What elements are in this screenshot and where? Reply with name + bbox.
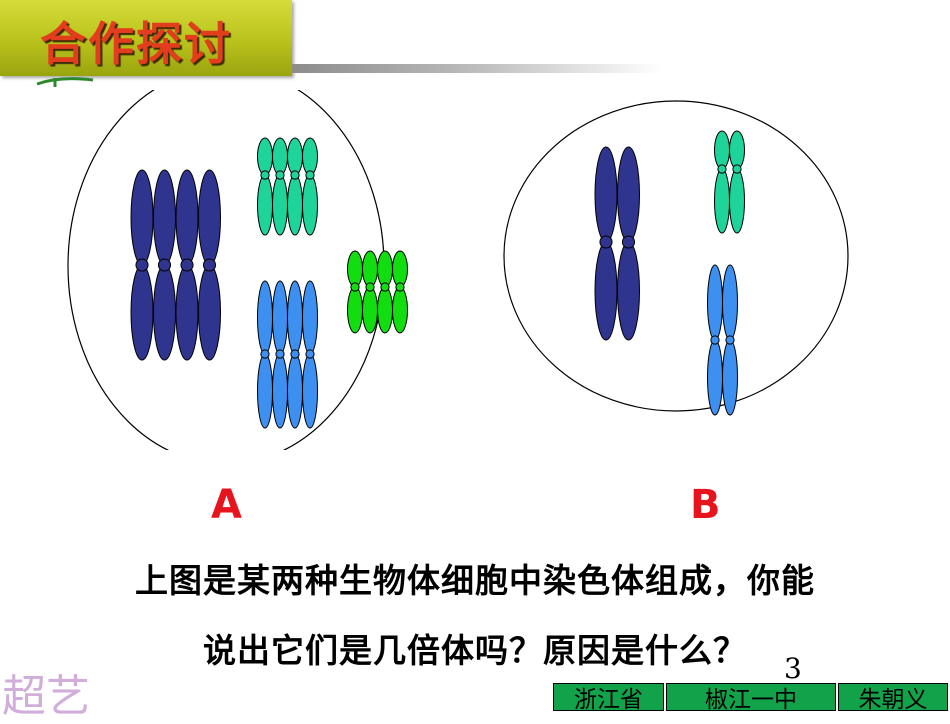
footer-author: 朱朝义 — [838, 683, 948, 713]
cell_a-chromosome-0-3 — [198, 169, 221, 361]
footer-province: 浙江省 — [553, 683, 664, 713]
cell_a-chromosome-1-1 — [272, 137, 288, 236]
title-decoration — [36, 77, 94, 87]
cell_b-chromosome-0-0 — [594, 146, 618, 341]
cell_b-chromosome-0-1 — [617, 146, 640, 341]
cell_a-chromosome-2-0 — [257, 280, 273, 429]
cell_a-chromosome-2-1 — [272, 280, 288, 429]
footer-school: 椒江一中 — [666, 683, 836, 713]
cell_a-chromosome-0-1 — [153, 169, 176, 361]
cell-a-label: A — [211, 482, 242, 528]
page-number: 3 — [784, 652, 802, 685]
title-banner: 合作探讨 — [0, 0, 292, 76]
question-line-2: 说出它们是几倍体吗？原因是什么？ — [203, 631, 747, 670]
cell_b-chromosome-2-1 — [722, 264, 738, 416]
cell_a-chromosome-1-3 — [302, 137, 318, 236]
cell_b-chromosome-1-1 — [729, 130, 745, 234]
cell_a-chromosome-1-0 — [257, 137, 273, 236]
chromosome-set — [130, 130, 745, 429]
chromosome-diagram — [67, 90, 849, 450]
cell_a-chromosome-0-0 — [130, 169, 154, 361]
cell_a-chromosome-0-2 — [175, 169, 199, 361]
cell-b-label: B — [690, 482, 721, 528]
cell_a-chromosome-1-2 — [287, 137, 303, 236]
cell_a-chromosome-3-1 — [362, 250, 378, 334]
cell_a-chromosome-3-3 — [392, 250, 408, 334]
cell_b-chromosome-2-0 — [707, 264, 723, 416]
watermark-logo: 超艺 — [2, 671, 90, 722]
cell-b-outline — [503, 100, 849, 412]
title-underline — [292, 64, 662, 73]
cell_a-chromosome-2-3 — [302, 280, 318, 429]
cell_a-chromosome-2-2 — [287, 280, 303, 429]
question-line-1: 上图是某两种生物体细胞中染色体组成，你能 — [135, 561, 815, 600]
slide-title: 合作探讨 — [40, 17, 232, 71]
cell-a-outline — [67, 90, 385, 450]
cell_a-chromosome-3-0 — [347, 250, 363, 334]
cell_b-chromosome-1-0 — [714, 130, 730, 234]
cell_a-chromosome-3-2 — [377, 250, 393, 334]
